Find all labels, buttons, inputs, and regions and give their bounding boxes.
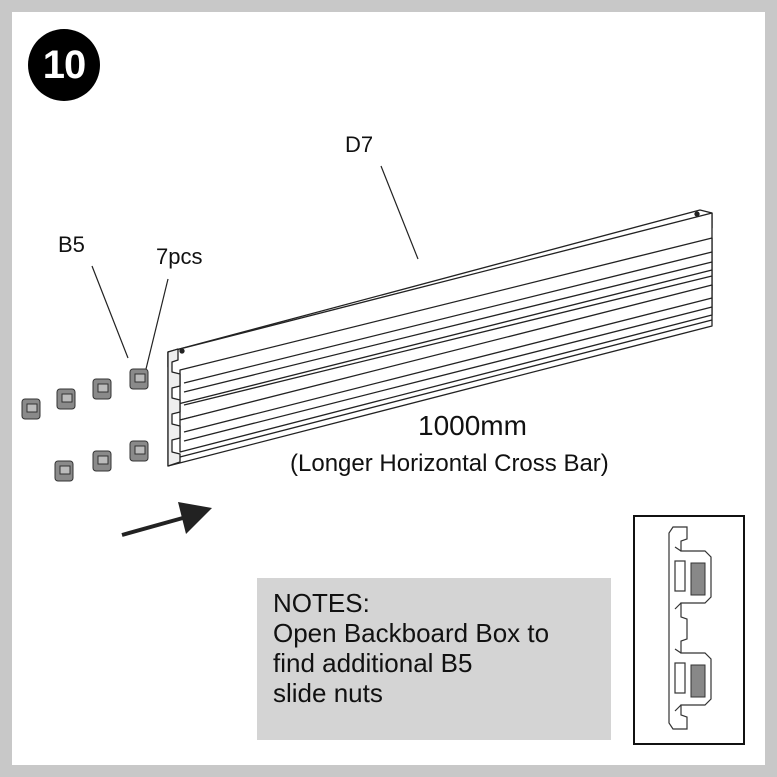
direction-arrow-icon [121, 502, 212, 537]
slide-nut-icon [92, 378, 112, 400]
part-label-d7: D7 [345, 132, 374, 157]
slide-nut-icon [129, 368, 149, 390]
leader-b5 [91, 265, 129, 359]
slide-nut-icon [56, 388, 76, 410]
bar-description-label: (Longer Horizontal Cross Bar) [290, 450, 609, 477]
leader-lines [91, 165, 419, 370]
notes-box: NOTES: Open Backboard Box to find additi… [257, 578, 611, 740]
step-number-badge: 10 [28, 29, 100, 101]
notes-line: find additional B5 [273, 648, 473, 678]
notes-line: slide nuts [273, 678, 383, 708]
leader-d7 [380, 165, 419, 260]
slide-nuts-b5 [21, 368, 149, 482]
slide-nut-icon [54, 460, 74, 482]
slide-nut-icon [129, 440, 149, 462]
leader-qty [145, 278, 169, 370]
nut-quantity-label: 7pcs [156, 244, 203, 269]
part-label-b5: B5 [58, 232, 85, 257]
bar-length-label: 1000mm [418, 410, 527, 441]
slide-nut-icon [92, 450, 112, 472]
bar-profile-cross-section [668, 526, 712, 730]
notes-heading: NOTES: [273, 588, 370, 618]
profile-inset [633, 515, 745, 745]
cross-bar-d7 [167, 209, 713, 467]
slide-nut-icon [21, 398, 41, 420]
notes-line: Open Backboard Box to [273, 618, 550, 648]
